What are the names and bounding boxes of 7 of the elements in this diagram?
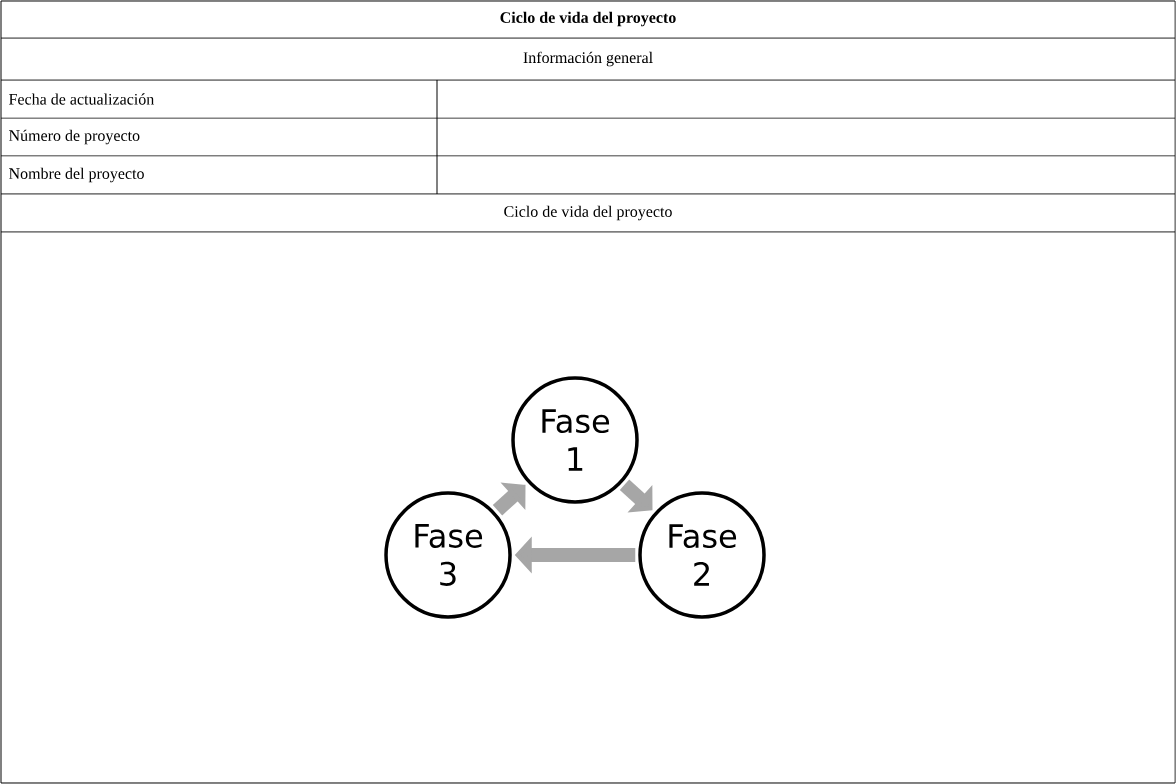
row-label: Nombre del proyecto — [9, 167, 144, 183]
section-heading: Ciclo de vida del proyecto — [504, 205, 672, 221]
block-arrow — [492, 482, 526, 516]
row-label: Fecha de actualización — [9, 93, 155, 105]
section-heading: Información general — [523, 51, 653, 67]
row-label: Número de proyecto — [9, 129, 140, 145]
table-heading: Ciclo de vida del proyecto — [500, 11, 676, 27]
